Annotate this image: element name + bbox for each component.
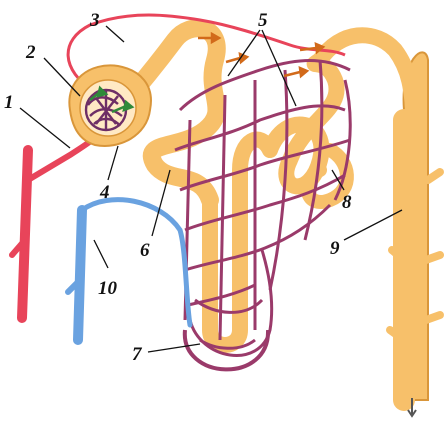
label-3: 3 — [89, 10, 100, 31]
renal-venule — [68, 200, 190, 340]
label-5: 5 — [258, 10, 268, 31]
label-4: 4 — [99, 182, 110, 203]
label-7: 7 — [132, 344, 143, 365]
label-10: 10 — [98, 278, 118, 299]
label-8: 8 — [342, 192, 352, 213]
label-9: 9 — [330, 238, 340, 259]
afferent-arteriole — [12, 130, 100, 318]
distal-convoluted-tubule — [270, 60, 337, 186]
label-1: 1 — [4, 92, 14, 113]
label-2: 2 — [25, 42, 36, 63]
label-6: 6 — [140, 240, 150, 261]
